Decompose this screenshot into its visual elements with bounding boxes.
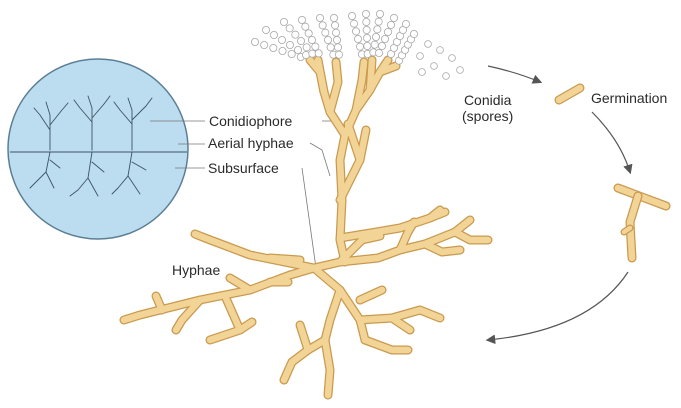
- spore: [327, 44, 334, 51]
- spore: [375, 18, 382, 25]
- spore: [374, 26, 381, 33]
- spore: [286, 25, 293, 32]
- spore: [381, 35, 388, 42]
- spore: [331, 22, 338, 29]
- spore: [251, 38, 258, 45]
- spore: [278, 36, 285, 43]
- conidiophore-label: Conidiophore: [209, 113, 292, 129]
- spore: [294, 46, 301, 53]
- spore: [279, 47, 286, 54]
- conidia-label-line1: Conidia: [462, 92, 513, 108]
- petri-dish: [8, 59, 188, 239]
- spore: [457, 67, 464, 74]
- spore: [443, 73, 450, 80]
- spore: [330, 14, 337, 21]
- spore: [303, 44, 310, 51]
- spore: [402, 20, 409, 27]
- spore: [262, 26, 269, 33]
- spore: [334, 44, 341, 51]
- germination-label: Germination: [591, 90, 667, 106]
- spore: [372, 33, 379, 40]
- spore: [437, 47, 444, 54]
- spore: [298, 16, 305, 23]
- spore: [364, 42, 371, 49]
- spore: [305, 30, 312, 37]
- arrow-to-hyphae: [488, 272, 628, 340]
- spore: [425, 41, 432, 48]
- spore: [363, 34, 370, 41]
- spore: [292, 31, 299, 38]
- arrow-to-germination: [488, 66, 540, 82]
- subsurface-label: Subsurface: [208, 160, 279, 176]
- spore: [280, 18, 287, 25]
- spore: [324, 36, 331, 43]
- spore: [354, 35, 361, 42]
- spore: [352, 28, 359, 35]
- spore: [315, 50, 322, 57]
- spore: [375, 49, 382, 56]
- spore: [431, 63, 438, 70]
- spore: [322, 29, 329, 36]
- spore: [270, 44, 277, 51]
- spore: [302, 23, 309, 30]
- spore: [286, 41, 293, 48]
- spore: [319, 22, 326, 29]
- spore: [261, 41, 268, 48]
- spore: [390, 14, 397, 21]
- spore: [363, 18, 370, 25]
- aerial-hyphae-label: Aerial hyphae: [208, 135, 294, 151]
- spore: [297, 37, 304, 44]
- spore: [350, 20, 357, 27]
- spore: [288, 50, 295, 57]
- spore-chains: [251, 10, 463, 79]
- spore: [333, 36, 340, 43]
- spore: [417, 53, 424, 60]
- spore: [376, 10, 383, 17]
- spore: [363, 26, 370, 33]
- conidia-label: Conidia (spores): [462, 92, 513, 124]
- spore: [378, 42, 385, 49]
- spore: [348, 12, 355, 19]
- spore: [356, 43, 363, 50]
- hyphae-label: Hyphae: [172, 262, 220, 278]
- spore: [449, 55, 456, 62]
- spore: [270, 31, 277, 38]
- spore: [335, 51, 342, 58]
- spore: [312, 43, 319, 50]
- arrow-to-growth: [592, 112, 630, 172]
- spore: [371, 41, 378, 48]
- spore: [410, 30, 417, 37]
- spore: [387, 21, 394, 28]
- spore: [316, 14, 323, 21]
- spore: [362, 10, 369, 17]
- spore: [332, 29, 339, 36]
- spore: [419, 69, 426, 76]
- germinating-spores: [559, 88, 666, 258]
- conidia-label-line2: (spores): [462, 108, 513, 124]
- spore: [308, 36, 315, 43]
- spore: [384, 28, 391, 35]
